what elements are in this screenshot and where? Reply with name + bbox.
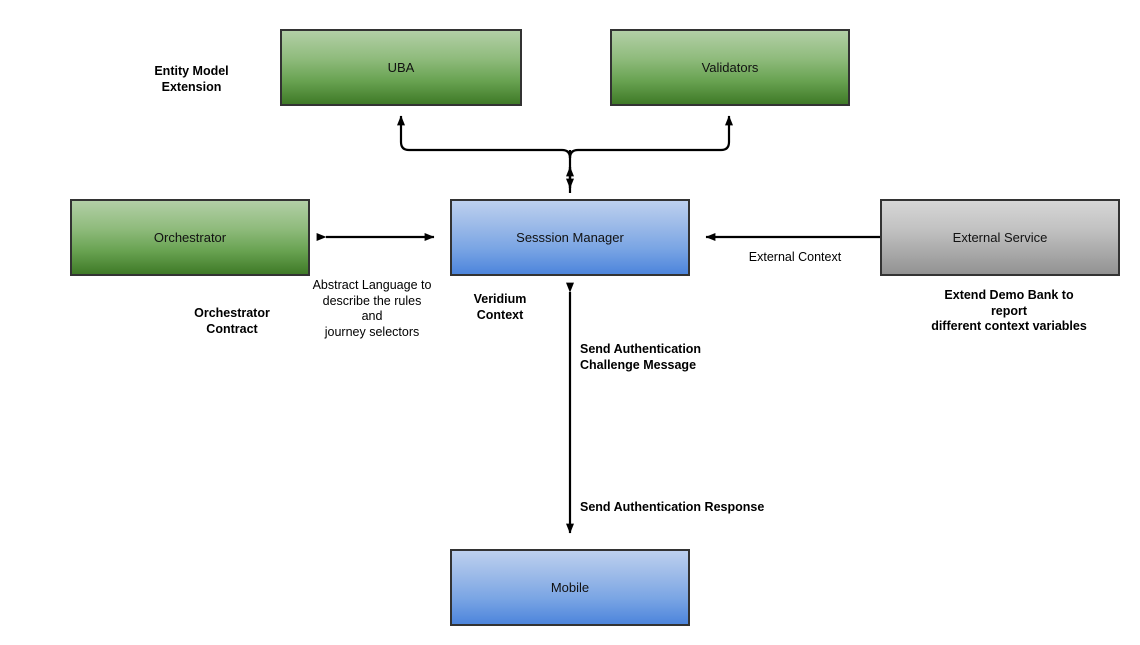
node-session-manager-label: Sesssion Manager bbox=[516, 229, 624, 245]
annotation-entity-model-extension: Entity Model Extension bbox=[154, 64, 229, 94]
wire-fork-to-uba bbox=[397, 115, 572, 159]
annotation-abstract-language: Abstract Language to describe the rules … bbox=[312, 278, 432, 339]
node-mobile[interactable]: Mobile bbox=[450, 549, 690, 626]
annotation-extend-demo-bank: Extend Demo Bank to report different con… bbox=[931, 288, 1087, 334]
node-orchestrator[interactable]: Orchestrator bbox=[70, 199, 310, 276]
annotation-external-context: External Context bbox=[748, 250, 842, 264]
annotation-orchestrator-contract: Orchestrator Contract bbox=[194, 306, 270, 336]
annotation-send-auth-response: Send Authentication Response bbox=[580, 500, 765, 514]
node-validators-label: Validators bbox=[701, 59, 759, 75]
node-external-service-label: External Service bbox=[952, 229, 1048, 245]
node-uba-label: UBA bbox=[387, 59, 415, 75]
annotation-veridium-context: Veridium Context bbox=[473, 292, 527, 322]
node-uba[interactable]: UBA bbox=[280, 29, 522, 106]
node-session-manager[interactable]: Sesssion Manager bbox=[450, 199, 690, 276]
wire-fork-to-validators bbox=[568, 115, 733, 159]
node-external-service[interactable]: External Service bbox=[880, 199, 1120, 276]
annotation-send-auth-challenge: Send Authentication Challenge Message bbox=[580, 342, 702, 372]
node-mobile-label: Mobile bbox=[550, 579, 590, 595]
node-validators[interactable]: Validators bbox=[610, 29, 850, 106]
node-orchestrator-label: Orchestrator bbox=[153, 229, 227, 245]
